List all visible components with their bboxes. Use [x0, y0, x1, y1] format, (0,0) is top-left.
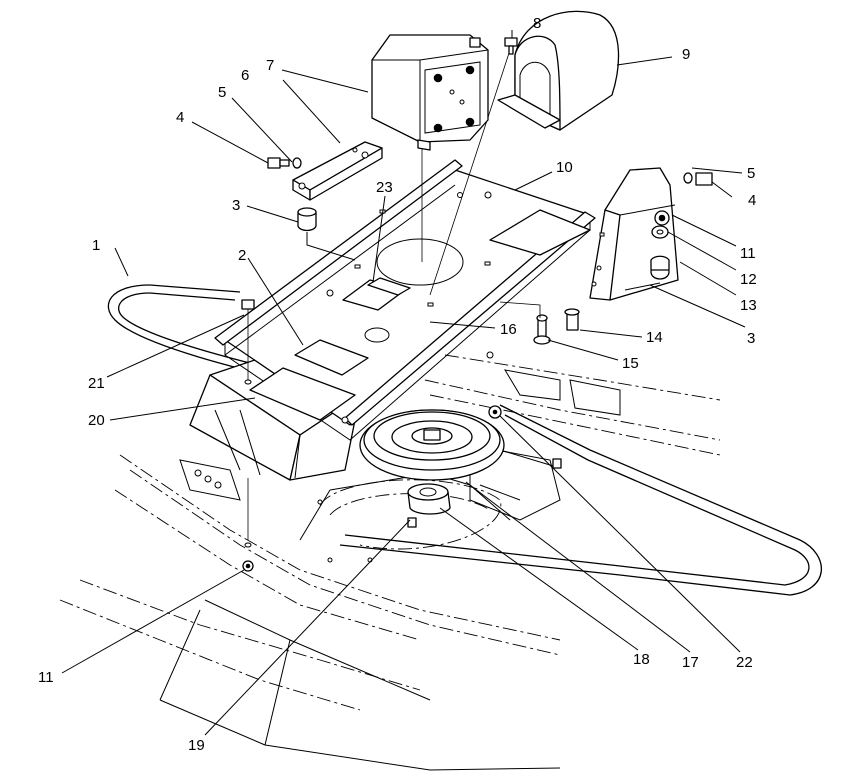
- mounting-plate: [214, 49, 596, 441]
- decal-23: [367, 277, 411, 296]
- callout-11: 11: [38, 669, 54, 686]
- callout-22: 22: [736, 654, 753, 671]
- lower-pulley-outline: [317, 479, 502, 563]
- callout-13: 13: [740, 297, 757, 314]
- callout-3: 3: [232, 197, 240, 214]
- callout-14: 14: [646, 329, 663, 346]
- callout-5b: 5: [747, 165, 755, 182]
- callout-8: 8: [533, 15, 541, 32]
- bolt-8: [504, 37, 518, 55]
- left-bracket: [267, 141, 383, 261]
- callout-20: 20: [88, 412, 105, 429]
- callout-18: 18: [633, 651, 650, 668]
- callout-16: 16: [500, 321, 517, 338]
- callout-9: 9: [682, 46, 690, 63]
- callout-2: 2: [238, 247, 246, 264]
- callout-21: 21: [88, 375, 105, 392]
- callout-4b: 4: [748, 192, 756, 209]
- leader-lines: [61, 30, 746, 736]
- drive-pulley: [359, 409, 505, 481]
- callout-15: 15: [622, 355, 639, 372]
- callout-labels: 1 2 3 3 4 4 5 5 6 7 8 9 10 11 11 12 13 1…: [38, 15, 757, 754]
- motor-cover: [497, 10, 620, 131]
- callout-10: 10: [556, 159, 573, 176]
- callout-4: 4: [176, 109, 184, 126]
- decal-2: [294, 339, 369, 376]
- callout-3b: 3: [747, 330, 755, 347]
- right-bracket: [589, 167, 713, 301]
- callout-19: 19: [188, 737, 205, 754]
- decal-20-label: [249, 367, 356, 421]
- callout-23: 23: [376, 179, 393, 196]
- motor: [371, 34, 489, 151]
- plate-10: [489, 209, 591, 256]
- callout-12: 12: [740, 271, 757, 288]
- fasteners: [241, 299, 580, 572]
- callout-7: 7: [266, 57, 274, 74]
- callout-1: 1: [92, 237, 100, 254]
- callout-17: 17: [682, 654, 699, 671]
- callout-5: 5: [218, 84, 226, 101]
- callout-6: 6: [241, 67, 249, 84]
- callout-11b: 11: [740, 245, 756, 262]
